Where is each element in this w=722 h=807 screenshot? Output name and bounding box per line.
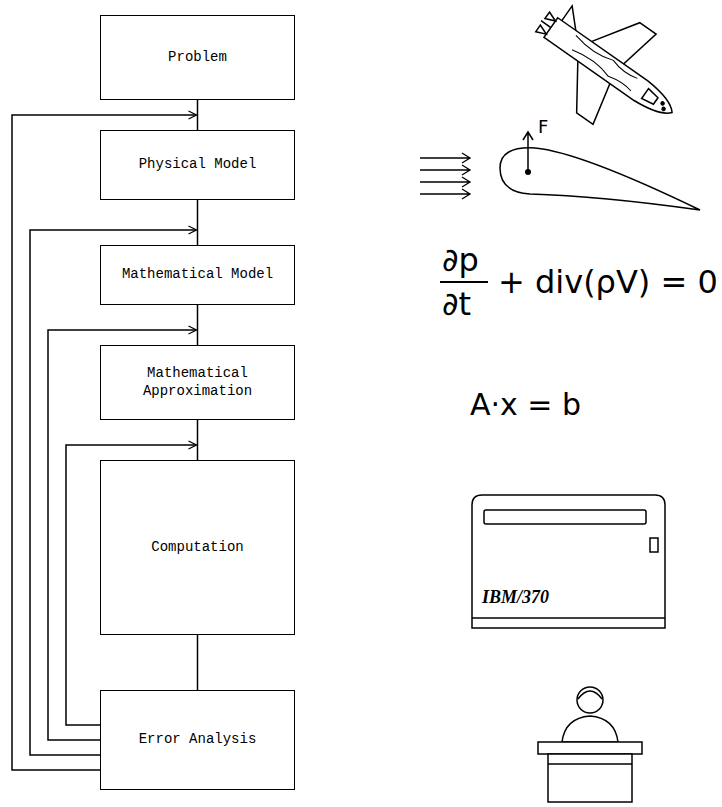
flow-line [197,100,199,130]
flow-line [197,420,199,460]
process-box: Mathematical Approximation [100,345,295,420]
linear-system: A·x = b [470,390,581,420]
flow-line [197,200,199,245]
box-text: Computation [151,539,243,557]
feedback-arrow [12,115,197,770]
person-at-desk [538,687,642,802]
equation-text: + div(ρV) = 0 [498,266,718,298]
equation-denominator: ∂t [442,288,471,320]
box-text: Problem [168,49,227,67]
box-text: Mathematical Model [122,266,273,284]
process-box: Computation [100,460,295,635]
space-shuttle [509,0,703,158]
box-text: Mathematical Approximation [109,365,286,400]
force-arrow [523,132,533,172]
flow-line [197,635,199,690]
process-box: Error Analysis [100,690,295,790]
computer-label: IBM/370 [482,588,549,606]
flow-arrows [420,153,470,199]
box-text: Error Analysis [139,731,257,749]
force-label: F [538,118,548,136]
flow-line [197,305,199,345]
airfoil [500,148,700,210]
process-box: Physical Model [100,130,295,200]
process-box: Mathematical Model [100,245,295,305]
fraction-bar [440,281,488,283]
box-text: Physical Model [139,156,257,174]
equation-numerator: ∂p [442,244,479,276]
ibm-370-computer [472,495,665,628]
process-box: Problem [100,15,295,100]
